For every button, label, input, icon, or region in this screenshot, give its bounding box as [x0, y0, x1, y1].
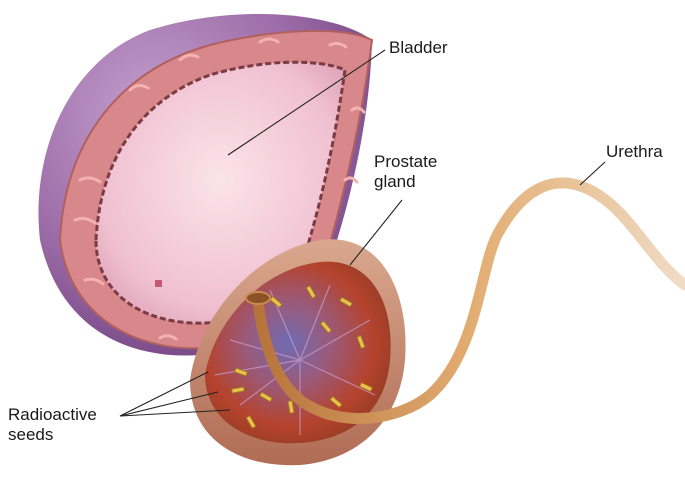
label-urethra: Urethra: [606, 142, 663, 162]
label-radioactive-seeds: Radioactive seeds: [8, 405, 97, 445]
label-bladder: Bladder: [389, 38, 448, 58]
label-prostate-gland: Prostate gland: [374, 152, 437, 192]
prostate-leader-line: [350, 200, 402, 265]
urethra-leader-line: [580, 162, 605, 185]
